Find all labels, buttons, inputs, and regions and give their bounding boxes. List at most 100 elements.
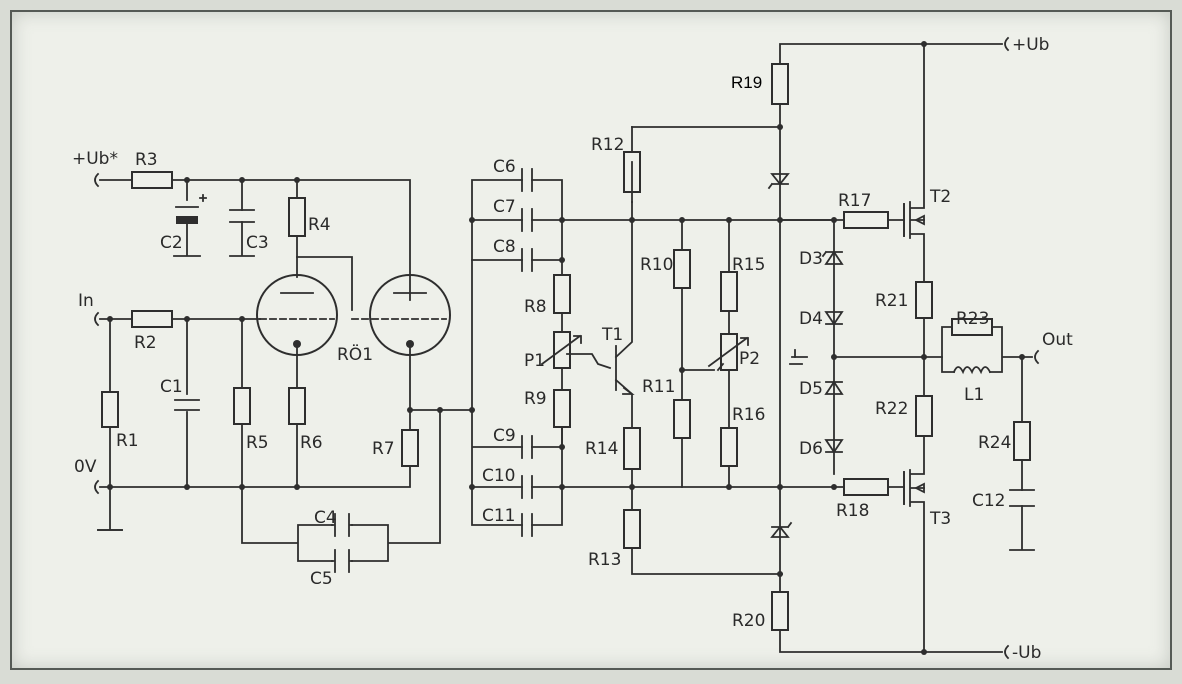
- label-d5: D5: [799, 379, 823, 399]
- resistors: [101, 63, 1031, 631]
- terminal-ubs: [94, 172, 100, 188]
- schematic-frame: +Ub* In 0V +Ub -Ub Out R3 R2 R1 C2 C3 R4…: [10, 10, 1172, 670]
- diode-d3: [821, 250, 844, 265]
- mosfet-t2: [903, 203, 925, 237]
- potentiometer-p2: [720, 333, 738, 371]
- capacitor-c7: [521, 208, 533, 232]
- terminal-0v: [94, 479, 100, 495]
- vacuum-tube-1: [256, 274, 338, 356]
- label-r4: R4: [308, 215, 331, 235]
- wires: [97, 43, 1035, 653]
- label-c9: C9: [493, 426, 516, 446]
- resistor-r11: [673, 399, 691, 439]
- label-l1: L1: [964, 385, 984, 405]
- capacitors: [174, 168, 1035, 573]
- label-r5: R5: [246, 433, 269, 453]
- resistor-r12: [623, 151, 641, 193]
- label-t3: T3: [929, 509, 951, 529]
- vacuum-tube-2: [351, 274, 451, 356]
- terminal-ubp: [1004, 36, 1010, 52]
- label-r23: R23: [956, 309, 989, 329]
- label-r20: R20: [732, 611, 765, 631]
- resistor-r24: [1013, 421, 1031, 461]
- resistor-r18: [843, 478, 889, 496]
- amplifier-schematic: +Ub* In 0V +Ub -Ub Out R3 R2 R1 C2 C3 R4…: [72, 35, 1073, 663]
- resistor-r16: [720, 427, 738, 467]
- resistor-r8: [553, 274, 571, 314]
- label-t1: T1: [601, 325, 623, 345]
- resistor-r9: [553, 389, 571, 428]
- label-r7: R7: [372, 439, 395, 459]
- resistor-r1: [101, 391, 119, 428]
- label-c11: C11: [482, 506, 516, 526]
- label-t2: T2: [929, 187, 951, 207]
- label-p2: P2: [739, 349, 760, 369]
- label-c4: C4: [314, 508, 337, 528]
- label-ubs: +Ub*: [72, 149, 118, 169]
- capacitor-c3: [229, 209, 255, 223]
- terminals: [94, 36, 1040, 660]
- resistor-r2: [131, 310, 173, 328]
- label-r9: R9: [524, 389, 547, 409]
- diodes: [767, 173, 844, 538]
- label-r6: R6: [300, 433, 323, 453]
- label-p1: P1: [524, 351, 545, 371]
- mosfet-t3: [903, 471, 925, 505]
- label-out: Out: [1042, 330, 1073, 350]
- label-ubp: +Ub: [1012, 35, 1049, 55]
- label-ro1: RÖ1: [337, 343, 373, 365]
- label-c1: C1: [160, 377, 183, 397]
- diode-d4: [824, 311, 844, 326]
- label-r1: R1: [116, 431, 139, 451]
- diode-d6: [824, 439, 844, 454]
- label-c6: C6: [493, 157, 516, 177]
- label-r24: R24: [978, 433, 1011, 453]
- label-r11: R11: [642, 377, 675, 397]
- resistor-r4: [288, 197, 306, 237]
- t1-emitter-arrow: [622, 386, 635, 395]
- resistor-r3: [131, 171, 173, 189]
- label-c5: C5: [310, 569, 333, 589]
- component-labels: +Ub* In 0V +Ub -Ub Out R3 R2 R1 C2 C3 R4…: [72, 35, 1073, 663]
- label-r2: R2: [134, 333, 157, 353]
- label-r13: R13: [588, 550, 621, 570]
- label-c3: C3: [246, 233, 269, 253]
- label-c2: C2: [160, 233, 183, 253]
- zener-lower: [770, 521, 793, 538]
- capacitor-c1: [174, 399, 200, 411]
- label-r19: R19: [731, 73, 762, 92]
- resistor-r21: [915, 281, 933, 319]
- label-c8: C8: [493, 237, 516, 257]
- resistor-r10: [673, 249, 691, 289]
- ground-symbols: [97, 349, 803, 531]
- capacitor-c10: [521, 475, 533, 499]
- zener-upper: [767, 173, 790, 190]
- label-in: In: [78, 291, 94, 311]
- label-r18: R18: [836, 501, 869, 521]
- label-r12: R12: [591, 135, 624, 155]
- capacitor-c2: [175, 194, 207, 224]
- label-r22: R22: [875, 399, 908, 419]
- resistor-r15: [720, 271, 738, 312]
- resistor-r14: [623, 427, 641, 470]
- label-c12: C12: [972, 491, 1006, 511]
- resistor-r19: [771, 63, 789, 105]
- label-0v: 0V: [74, 457, 97, 477]
- diode-d5: [824, 380, 844, 395]
- capacitor-c12: [1009, 489, 1035, 507]
- label-r14: R14: [585, 439, 618, 459]
- label-r3: R3: [135, 150, 158, 170]
- capacitor-c4: [331, 513, 353, 537]
- label-c7: C7: [493, 197, 516, 217]
- terminal-in: [94, 311, 100, 327]
- resistor-r13: [623, 509, 641, 549]
- resistor-r22: [915, 395, 933, 437]
- resistor-r23: [951, 318, 993, 336]
- potentiometer-p1: [553, 331, 571, 369]
- terminal-ubn: [1004, 644, 1010, 660]
- terminal-out: [1034, 349, 1040, 365]
- capacitor-c9: [521, 435, 533, 459]
- label-d6: D6: [799, 439, 823, 459]
- resistor-r6: [288, 387, 306, 425]
- label-d3: D3: [799, 249, 823, 269]
